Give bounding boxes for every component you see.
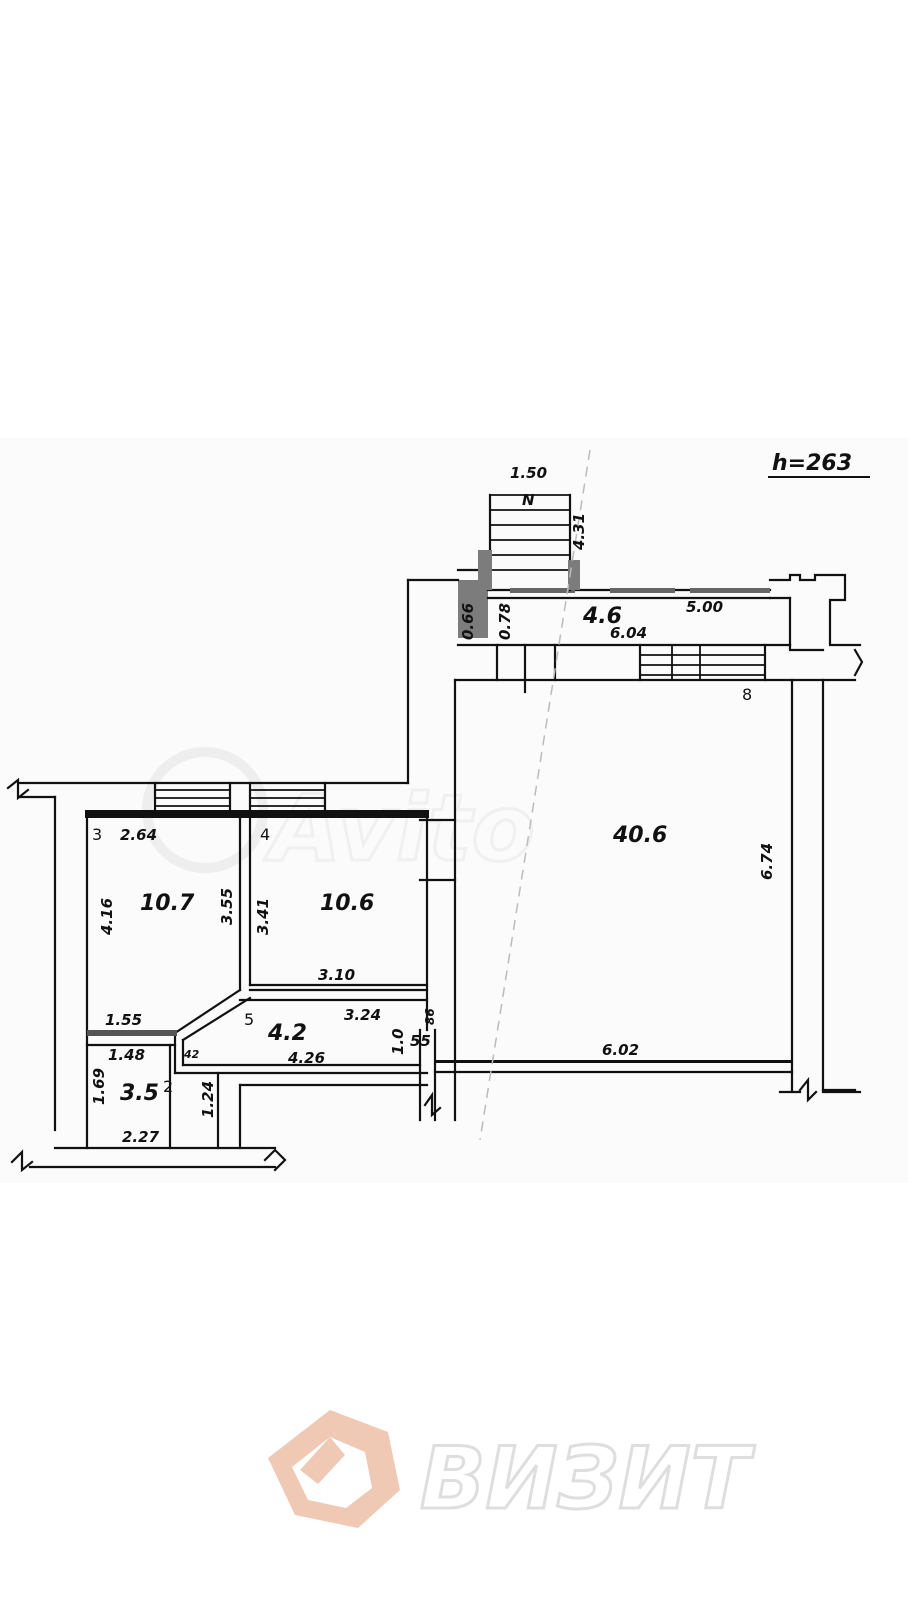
room-2-area: 3.5: [120, 1081, 159, 1106]
room-3-height-left: 4.16: [98, 898, 116, 936]
labels: h=263 1.50 N 4.31 0.66 0.78 4.6 5.00 6.0…: [90, 451, 870, 1146]
room-8-height: 6.74: [758, 843, 776, 880]
room-2-bottom: 2.27: [122, 1128, 160, 1146]
room-3-area: 10.7: [140, 891, 195, 916]
room-4-height-left: 3.41: [254, 898, 272, 935]
stairs-width: 1.50: [510, 464, 547, 482]
room-5-number: 5: [244, 1010, 254, 1029]
room-3-height-right: 3.55: [218, 888, 236, 925]
room-3-number: 3: [92, 825, 102, 844]
room-2-above: 1.55: [105, 1011, 142, 1029]
cut-mark-e: [853, 648, 864, 677]
room-5-width-bottom: 4.26: [287, 1049, 325, 1067]
room-8-number: 8: [742, 685, 752, 704]
room-2-left: 1.69: [90, 1068, 108, 1105]
room-5-small-left: 42: [183, 1048, 200, 1061]
room-4-width: 3.10: [318, 966, 355, 984]
room-5-right-a: 1.0: [389, 1028, 407, 1055]
avito-watermark-text: Avito: [264, 775, 535, 882]
cut-mark-mid: [423, 1091, 442, 1118]
room-4-area: 10.6: [320, 891, 374, 916]
room-2-right: 1.24: [199, 1081, 217, 1118]
corridor-dim-mid: 0.78: [496, 603, 514, 640]
room-5-width-top: 3.24: [344, 1006, 381, 1024]
corridor-dim-right: 5.00: [686, 598, 723, 616]
cut-mark-nw: [6, 777, 30, 801]
cut-mark-sw: [10, 1149, 34, 1173]
cut-mark-s: [263, 1148, 287, 1172]
corridor-dim-left: 0.66: [459, 603, 477, 640]
room-2-top: 1.48: [108, 1046, 145, 1064]
corridor-area: 4.6: [582, 604, 622, 629]
avito-watermark: Avito: [142, 747, 536, 884]
room-5-right-c: 86: [423, 1008, 437, 1025]
walls: [6, 449, 864, 1173]
corridor-dim-bottom: 6.04: [610, 624, 647, 642]
room-5-area: 4.2: [267, 1021, 307, 1046]
vizit-logo-mark: [268, 1410, 400, 1528]
room-3-width: 2.64: [120, 826, 157, 844]
room-2-number: 2: [163, 1077, 173, 1096]
room-5-right-b: 55: [410, 1032, 431, 1050]
room-8-width: 6.02: [602, 1041, 639, 1059]
stairs-mark: N: [522, 491, 535, 509]
room-4-number: 4: [260, 825, 270, 844]
stairs-depth: 4.31: [570, 513, 588, 551]
room-8-area: 40.6: [612, 823, 667, 848]
height-note: h=263: [772, 451, 852, 476]
vizit-logo: ВИЗИТ: [268, 1410, 757, 1531]
cut-mark-se: [798, 1076, 818, 1103]
vizit-logo-text: ВИЗИТ: [420, 1429, 756, 1529]
